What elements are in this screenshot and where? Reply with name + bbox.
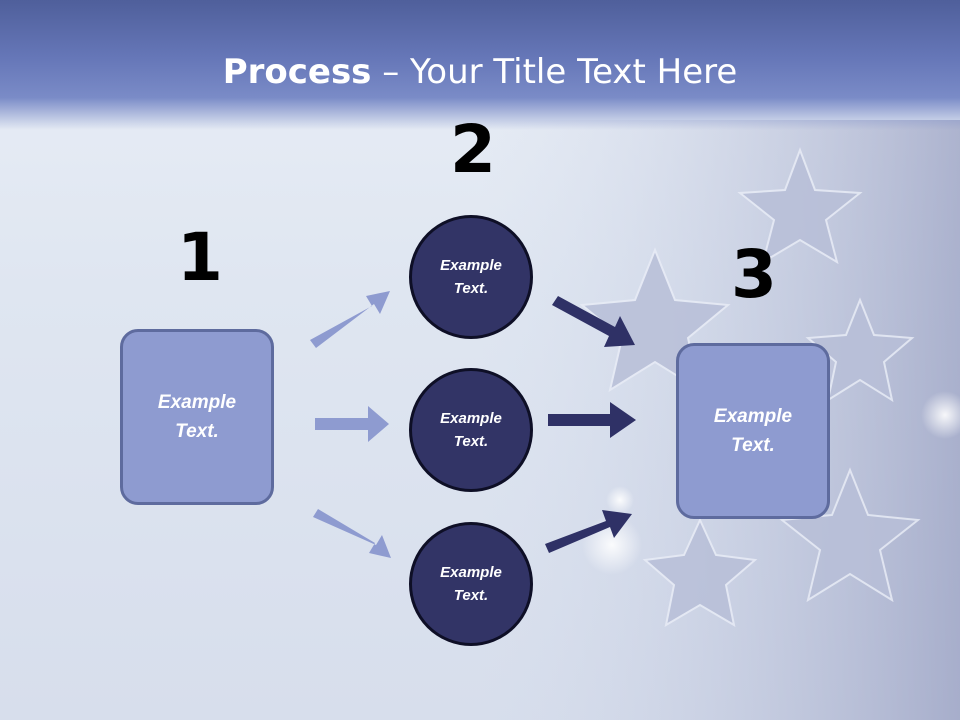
arrow-1-to-bottom [313,509,391,558]
arrow-1-to-middle [315,406,389,442]
step-3-label: Example Text. [713,406,793,456]
step-2-label-middle: Example Text. [440,410,502,450]
arrow-middle-to-3 [548,402,636,438]
step-1-label: Example Text. [157,392,237,442]
step-2-circle-top: Example Text. [409,215,533,339]
arrow-1-to-top [310,291,390,348]
step-2-circle-middle: Example Text. [409,368,533,492]
arrow-top-to-3 [552,296,635,347]
step-number-3: 3 [731,236,777,313]
arrow-bottom-to-3 [545,510,632,553]
title-band [0,0,960,130]
step-number-2: 2 [450,111,496,188]
step-1-box: Example Text. [120,329,274,505]
step-3-box: Example Text. [676,343,830,519]
step-2-circle-bottom: Example Text. [409,522,533,646]
page-title: Process – Your Title Text Here [0,52,960,92]
step-number-1: 1 [177,219,223,296]
step-2-label-top: Example Text. [440,257,502,297]
title-bold: Process [222,52,372,92]
step-2-label-bottom: Example Text. [440,564,502,604]
title-rest: – Your Title Text Here [371,52,738,92]
